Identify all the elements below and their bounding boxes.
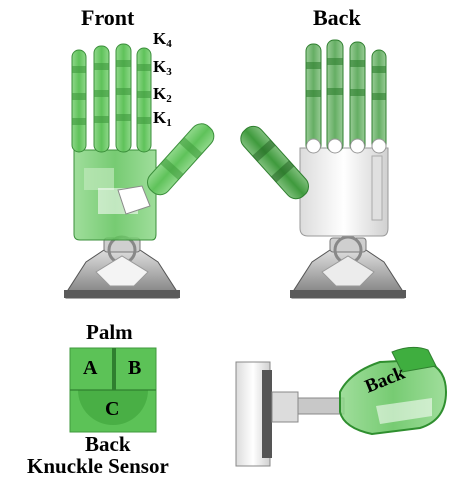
back-hand xyxy=(236,40,406,298)
back-finger-1 xyxy=(306,44,321,153)
front-finger-1 xyxy=(72,50,86,152)
front-finger-3 xyxy=(116,44,131,152)
sensor-zone-b: B xyxy=(128,357,141,380)
palm-label: Palm xyxy=(86,320,133,345)
front-hand xyxy=(64,44,218,298)
back-finger-3 xyxy=(350,42,365,153)
side-view-hand xyxy=(236,347,446,466)
back-finger-4 xyxy=(372,50,386,153)
back-finger-2 xyxy=(327,40,343,153)
front-finger-2 xyxy=(94,46,109,152)
back-stand xyxy=(290,237,406,298)
sensor-zone-c: C xyxy=(105,398,119,421)
front-stand xyxy=(64,237,180,298)
front-finger-4 xyxy=(137,48,151,152)
knuckle-sensor-caption: Knuckle Sensor xyxy=(27,454,169,479)
sensor-zone-a: A xyxy=(83,357,97,380)
